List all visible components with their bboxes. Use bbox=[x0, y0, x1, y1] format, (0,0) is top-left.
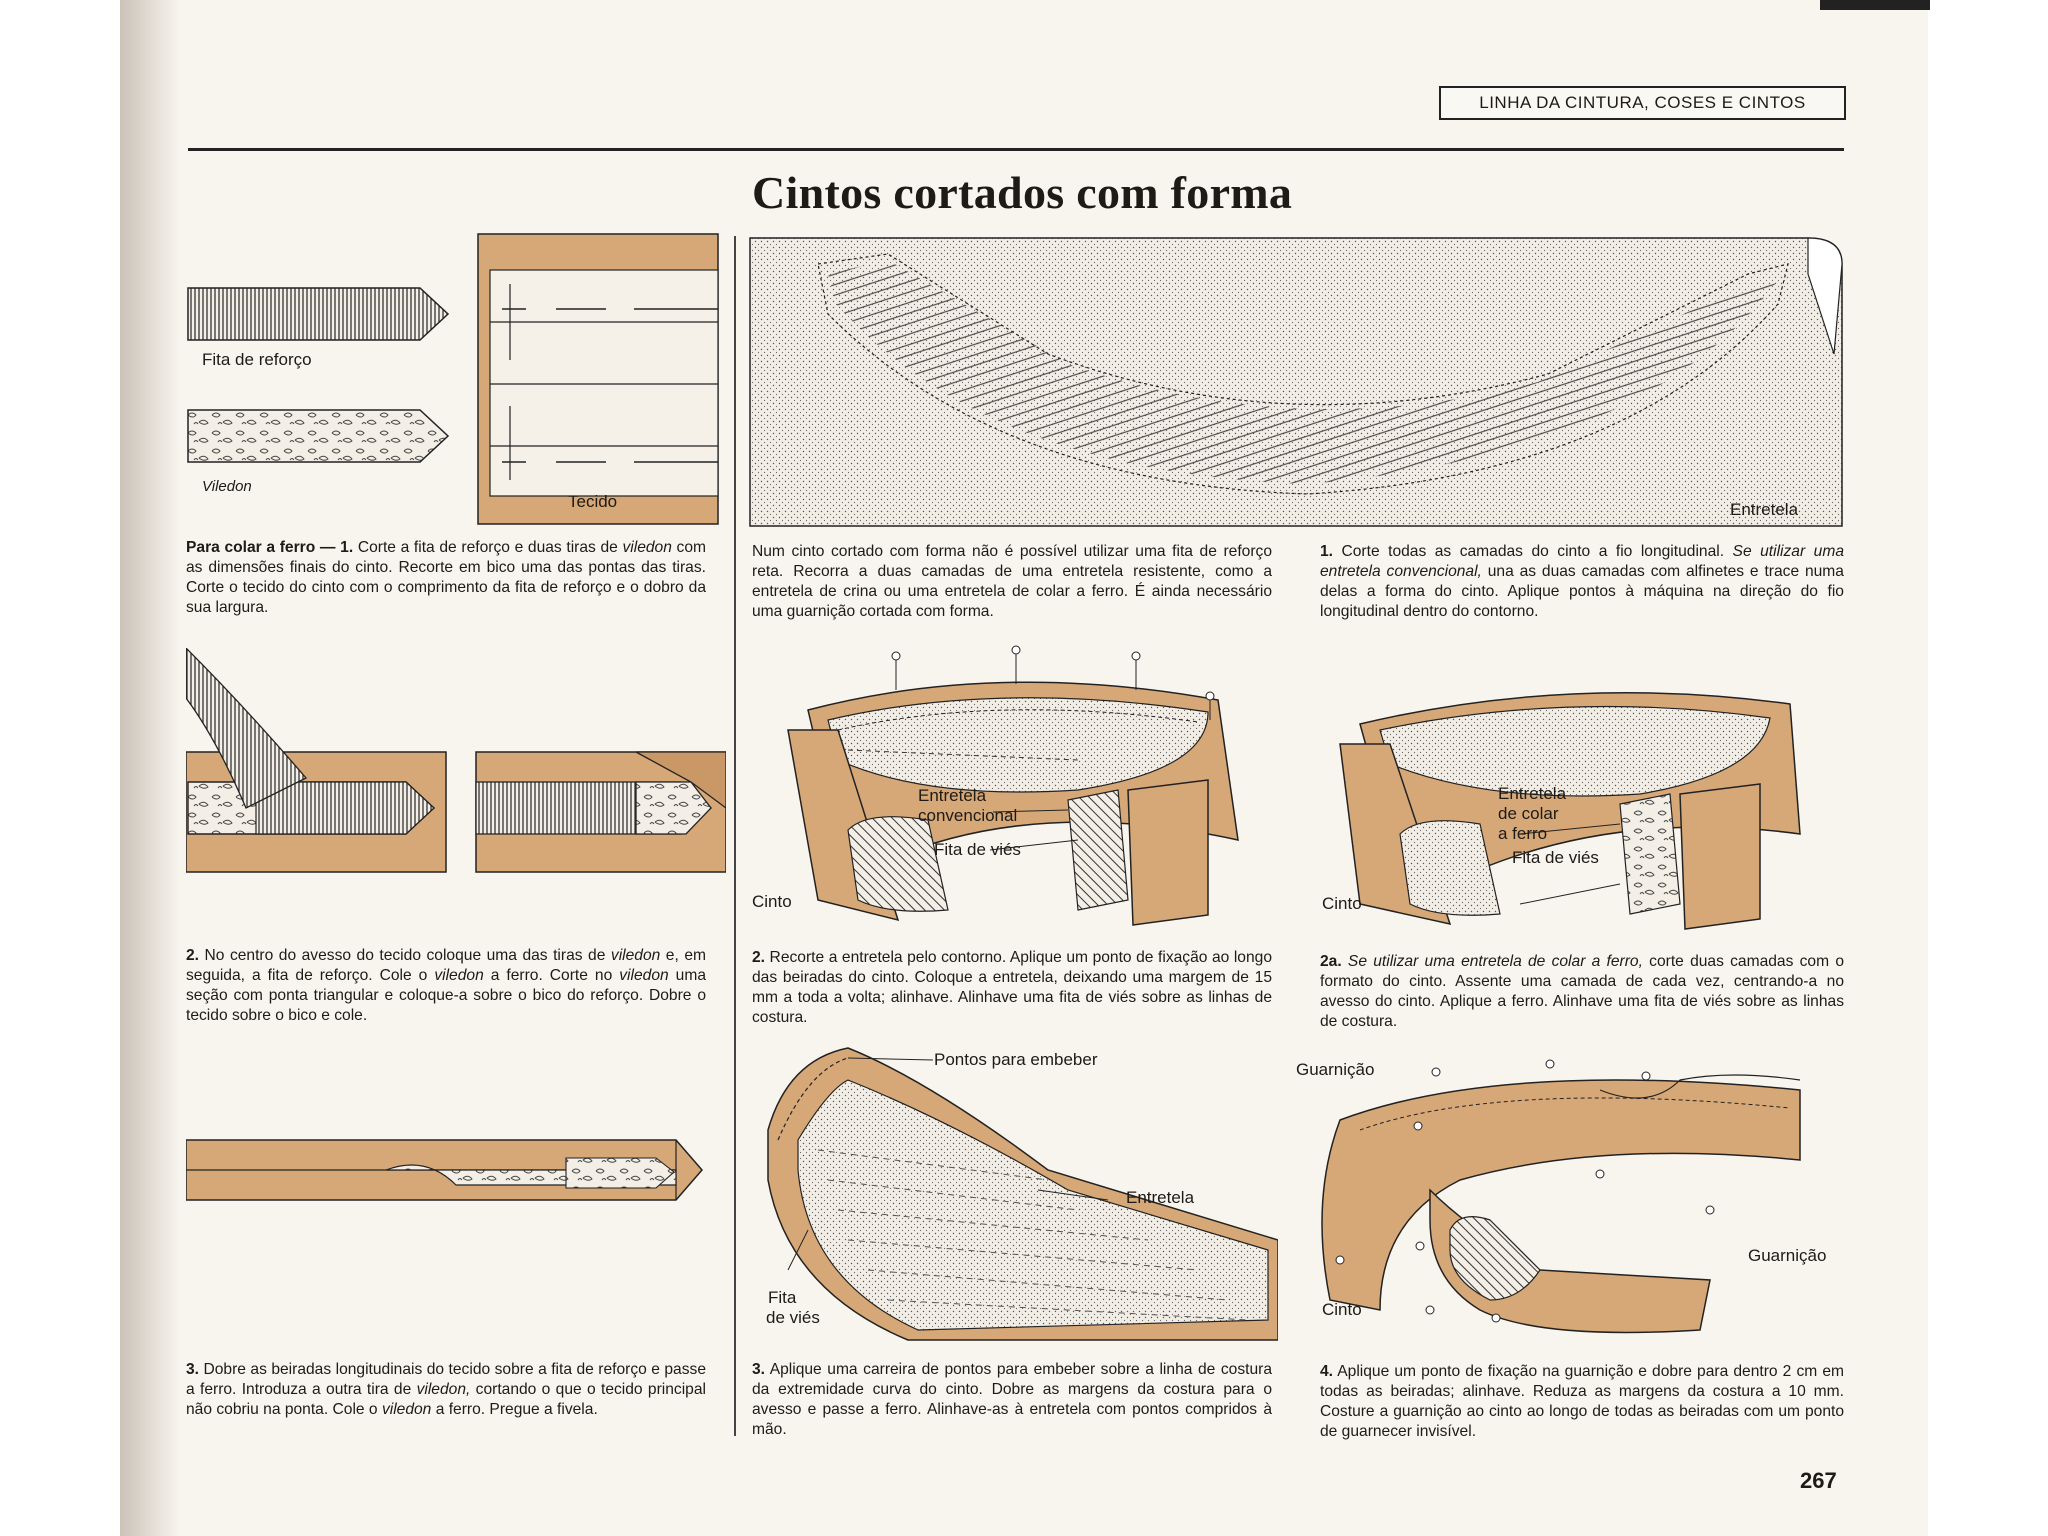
section-header: LINHA DA CINTURA, COSES E CINTOS bbox=[1439, 86, 1846, 120]
figure-step2 bbox=[186, 648, 726, 873]
figure-interfacing-sheet bbox=[749, 237, 1843, 527]
column-divider bbox=[734, 236, 736, 1436]
label-entretela-convencional-2: convencional bbox=[918, 806, 1018, 825]
label-entretela-top: Entretela bbox=[1730, 500, 1799, 519]
right-step-1: 1. Corte todas as camadas do cinto a fio… bbox=[1320, 543, 1844, 620]
mid-step-2: 2. Recorte a entretela pelo contorno. Ap… bbox=[752, 949, 1272, 1026]
label-fita-step3-a: Fita bbox=[768, 1288, 797, 1307]
mid-step-3: 3. Aplique uma carreira de pontos para e… bbox=[752, 1361, 1272, 1438]
right-step-2a: 2a. Se utilizar uma entretela de colar a… bbox=[1320, 953, 1844, 1030]
page-edge bbox=[1820, 0, 1930, 10]
label-fita-de-reforco: Fita de reforço bbox=[202, 350, 312, 369]
figure-step3-belt bbox=[767, 1047, 1278, 1341]
label-entretela-colar-3: a ferro bbox=[1498, 824, 1548, 843]
binding-shadow bbox=[120, 0, 180, 1536]
label-entretela-colar-2: de colar bbox=[1498, 804, 1559, 823]
label-fita-step3-b: de viés bbox=[766, 1308, 820, 1327]
label-entretela-colar-1: Entretela bbox=[1498, 784, 1567, 803]
left-step-1: Para colar a ferro — 1. Corte a fita de … bbox=[186, 539, 707, 616]
figure-tapes bbox=[187, 233, 719, 525]
page-number: 267 bbox=[1800, 1468, 1837, 1493]
label-viledon: Viledon bbox=[202, 478, 252, 495]
figure-step4-belt bbox=[1321, 1059, 1801, 1334]
label-guarnicao-2: Guarnição bbox=[1748, 1246, 1827, 1265]
label-fita-de-vies: Fita de viés bbox=[934, 840, 1021, 859]
header-rule bbox=[188, 148, 1844, 151]
label-cinto-2: Cinto bbox=[1322, 894, 1362, 913]
label-guarnicao-1: Guarnição bbox=[1296, 1060, 1375, 1079]
label-entretela-step3: Entretela bbox=[1126, 1188, 1195, 1207]
figure-step2a-belt bbox=[1339, 692, 1801, 930]
figure-step2-belt bbox=[787, 645, 1239, 926]
figure-step3 bbox=[186, 1139, 703, 1201]
label-tecido: Tecido bbox=[568, 492, 618, 511]
label-entretela-convencional-1: Entretela bbox=[918, 786, 987, 805]
right-step-4: 4. Aplique um ponto de fixação na guarni… bbox=[1320, 1363, 1844, 1440]
page-title: Cintos cortados com forma bbox=[752, 167, 1293, 218]
left-step-3: 3. Dobre as beiradas longitudinais do te… bbox=[186, 1361, 706, 1418]
label-cinto: Cinto bbox=[752, 892, 792, 911]
label-pontos-para-embeber: Pontos para embeber bbox=[934, 1050, 1098, 1069]
intro-text: Num cinto cortado com forma não é possív… bbox=[752, 543, 1272, 620]
label-cinto-4: Cinto bbox=[1322, 1300, 1362, 1319]
label-fita-de-vies-2: Fita de viés bbox=[1512, 848, 1599, 867]
left-step-2: 2. No centro do avesso do tecido coloque… bbox=[186, 947, 706, 1024]
